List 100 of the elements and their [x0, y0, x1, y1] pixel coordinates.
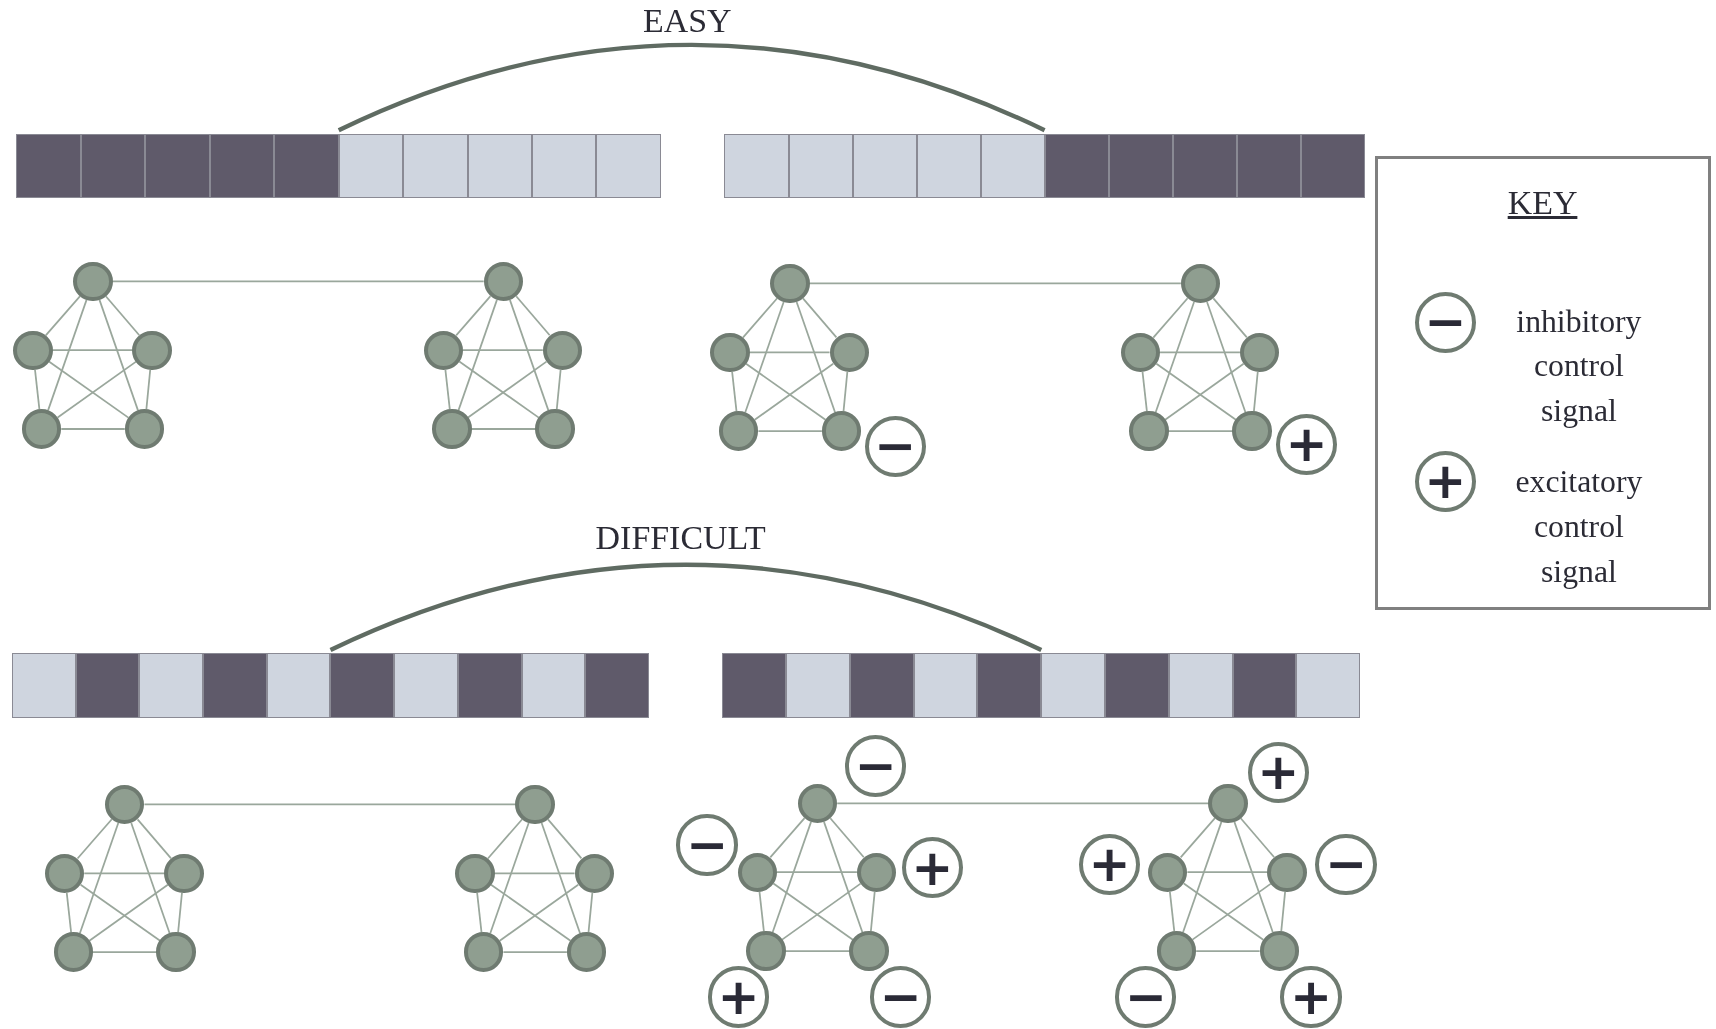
connection-line	[772, 882, 854, 941]
signal-symbol: −	[844, 735, 907, 797]
key-panel	[1374, 156, 1711, 610]
signal-symbol: −	[1414, 291, 1477, 354]
connection-line	[502, 951, 568, 953]
connection-line	[79, 883, 161, 942]
connection-line	[1179, 817, 1216, 859]
connection-line	[136, 818, 172, 860]
connection-line	[509, 299, 550, 412]
network-node	[124, 409, 165, 449]
connection-line	[34, 368, 41, 411]
network-node	[1180, 263, 1221, 304]
signal-symbol: +	[1280, 966, 1342, 1028]
connection-line	[455, 295, 492, 337]
square-sequence-bar	[12, 653, 649, 718]
connection-line	[1152, 297, 1189, 339]
connection-line	[1253, 371, 1259, 413]
signal-symbol: +	[1079, 833, 1141, 896]
connection-line	[745, 362, 827, 421]
connection-line	[143, 803, 517, 806]
connection-line	[1239, 817, 1276, 859]
legend-text: inhibitory control signal	[1515, 302, 1643, 431]
connection-line	[776, 871, 858, 874]
network-node	[1120, 332, 1161, 373]
signal-symbol: +	[1247, 742, 1309, 804]
connection-line	[98, 299, 139, 412]
connection-line	[470, 428, 537, 430]
network-node	[1232, 411, 1272, 451]
network-node	[423, 330, 463, 370]
network-node	[44, 853, 85, 893]
connection-line	[808, 282, 1182, 285]
network-node	[53, 932, 93, 972]
connection-line	[1167, 430, 1234, 433]
network-node	[13, 330, 53, 370]
network-node	[73, 261, 113, 301]
network-node	[132, 330, 172, 370]
connection-line	[1154, 301, 1195, 414]
network-node	[21, 409, 62, 449]
network-node	[105, 784, 145, 825]
connection-line	[1195, 950, 1261, 952]
connection-line	[748, 351, 831, 354]
network-node	[432, 409, 472, 449]
connection-line	[462, 349, 544, 352]
connection-line	[76, 818, 113, 860]
square-sequence-bar	[724, 133, 1365, 199]
connection-line	[829, 817, 865, 859]
connection-line	[547, 818, 583, 860]
connection-line	[823, 821, 864, 934]
connection-line	[498, 883, 580, 942]
connection-line	[1206, 301, 1247, 414]
network-node	[515, 784, 555, 825]
connection-line	[487, 818, 524, 860]
connection-line	[51, 349, 134, 352]
connection-line	[1212, 297, 1248, 339]
network-node	[770, 263, 810, 304]
connection-line	[769, 817, 806, 859]
network-node	[821, 411, 862, 451]
network-node	[1156, 931, 1197, 971]
connection-line	[489, 822, 530, 935]
connection-line	[795, 301, 836, 414]
connection-line	[104, 295, 141, 337]
signal-symbol: +	[1276, 413, 1338, 475]
connection-line	[836, 802, 1210, 805]
connection-line	[130, 822, 171, 935]
connection-line	[457, 299, 498, 412]
network-node	[797, 783, 838, 823]
network-node	[1148, 852, 1188, 892]
connection-line	[1182, 882, 1265, 941]
connection-line	[555, 368, 562, 411]
connection-line	[1191, 882, 1272, 941]
network-node	[1129, 411, 1169, 451]
key-title: KEY	[1507, 183, 1578, 222]
network-node	[455, 853, 495, 893]
network-node	[483, 261, 524, 301]
connection-line	[842, 371, 849, 413]
network-node	[856, 852, 897, 892]
network-node	[710, 332, 750, 373]
connection-line	[476, 892, 483, 934]
connection-line	[56, 360, 137, 419]
connection-line	[65, 892, 73, 934]
connection-line	[781, 882, 862, 941]
connection-line	[744, 301, 785, 414]
network-node	[737, 852, 777, 892]
network-node	[542, 330, 583, 370]
connection-line	[493, 872, 576, 875]
connection-line	[1141, 371, 1148, 413]
connection-line	[47, 299, 88, 412]
connection-line	[802, 297, 838, 339]
connection-line	[587, 892, 594, 934]
connection-line	[444, 368, 451, 411]
network-node	[1239, 332, 1280, 373]
network-node	[535, 409, 575, 449]
connection-line	[145, 368, 152, 411]
connection-line	[869, 890, 876, 933]
section-heading: DIFFICULT	[595, 518, 766, 557]
legend-text: excitatory control signal	[1514, 463, 1644, 592]
signal-symbol: −	[676, 814, 738, 876]
connection-line	[731, 371, 738, 413]
network-node	[566, 932, 607, 972]
square-sequence-bar	[16, 133, 661, 199]
